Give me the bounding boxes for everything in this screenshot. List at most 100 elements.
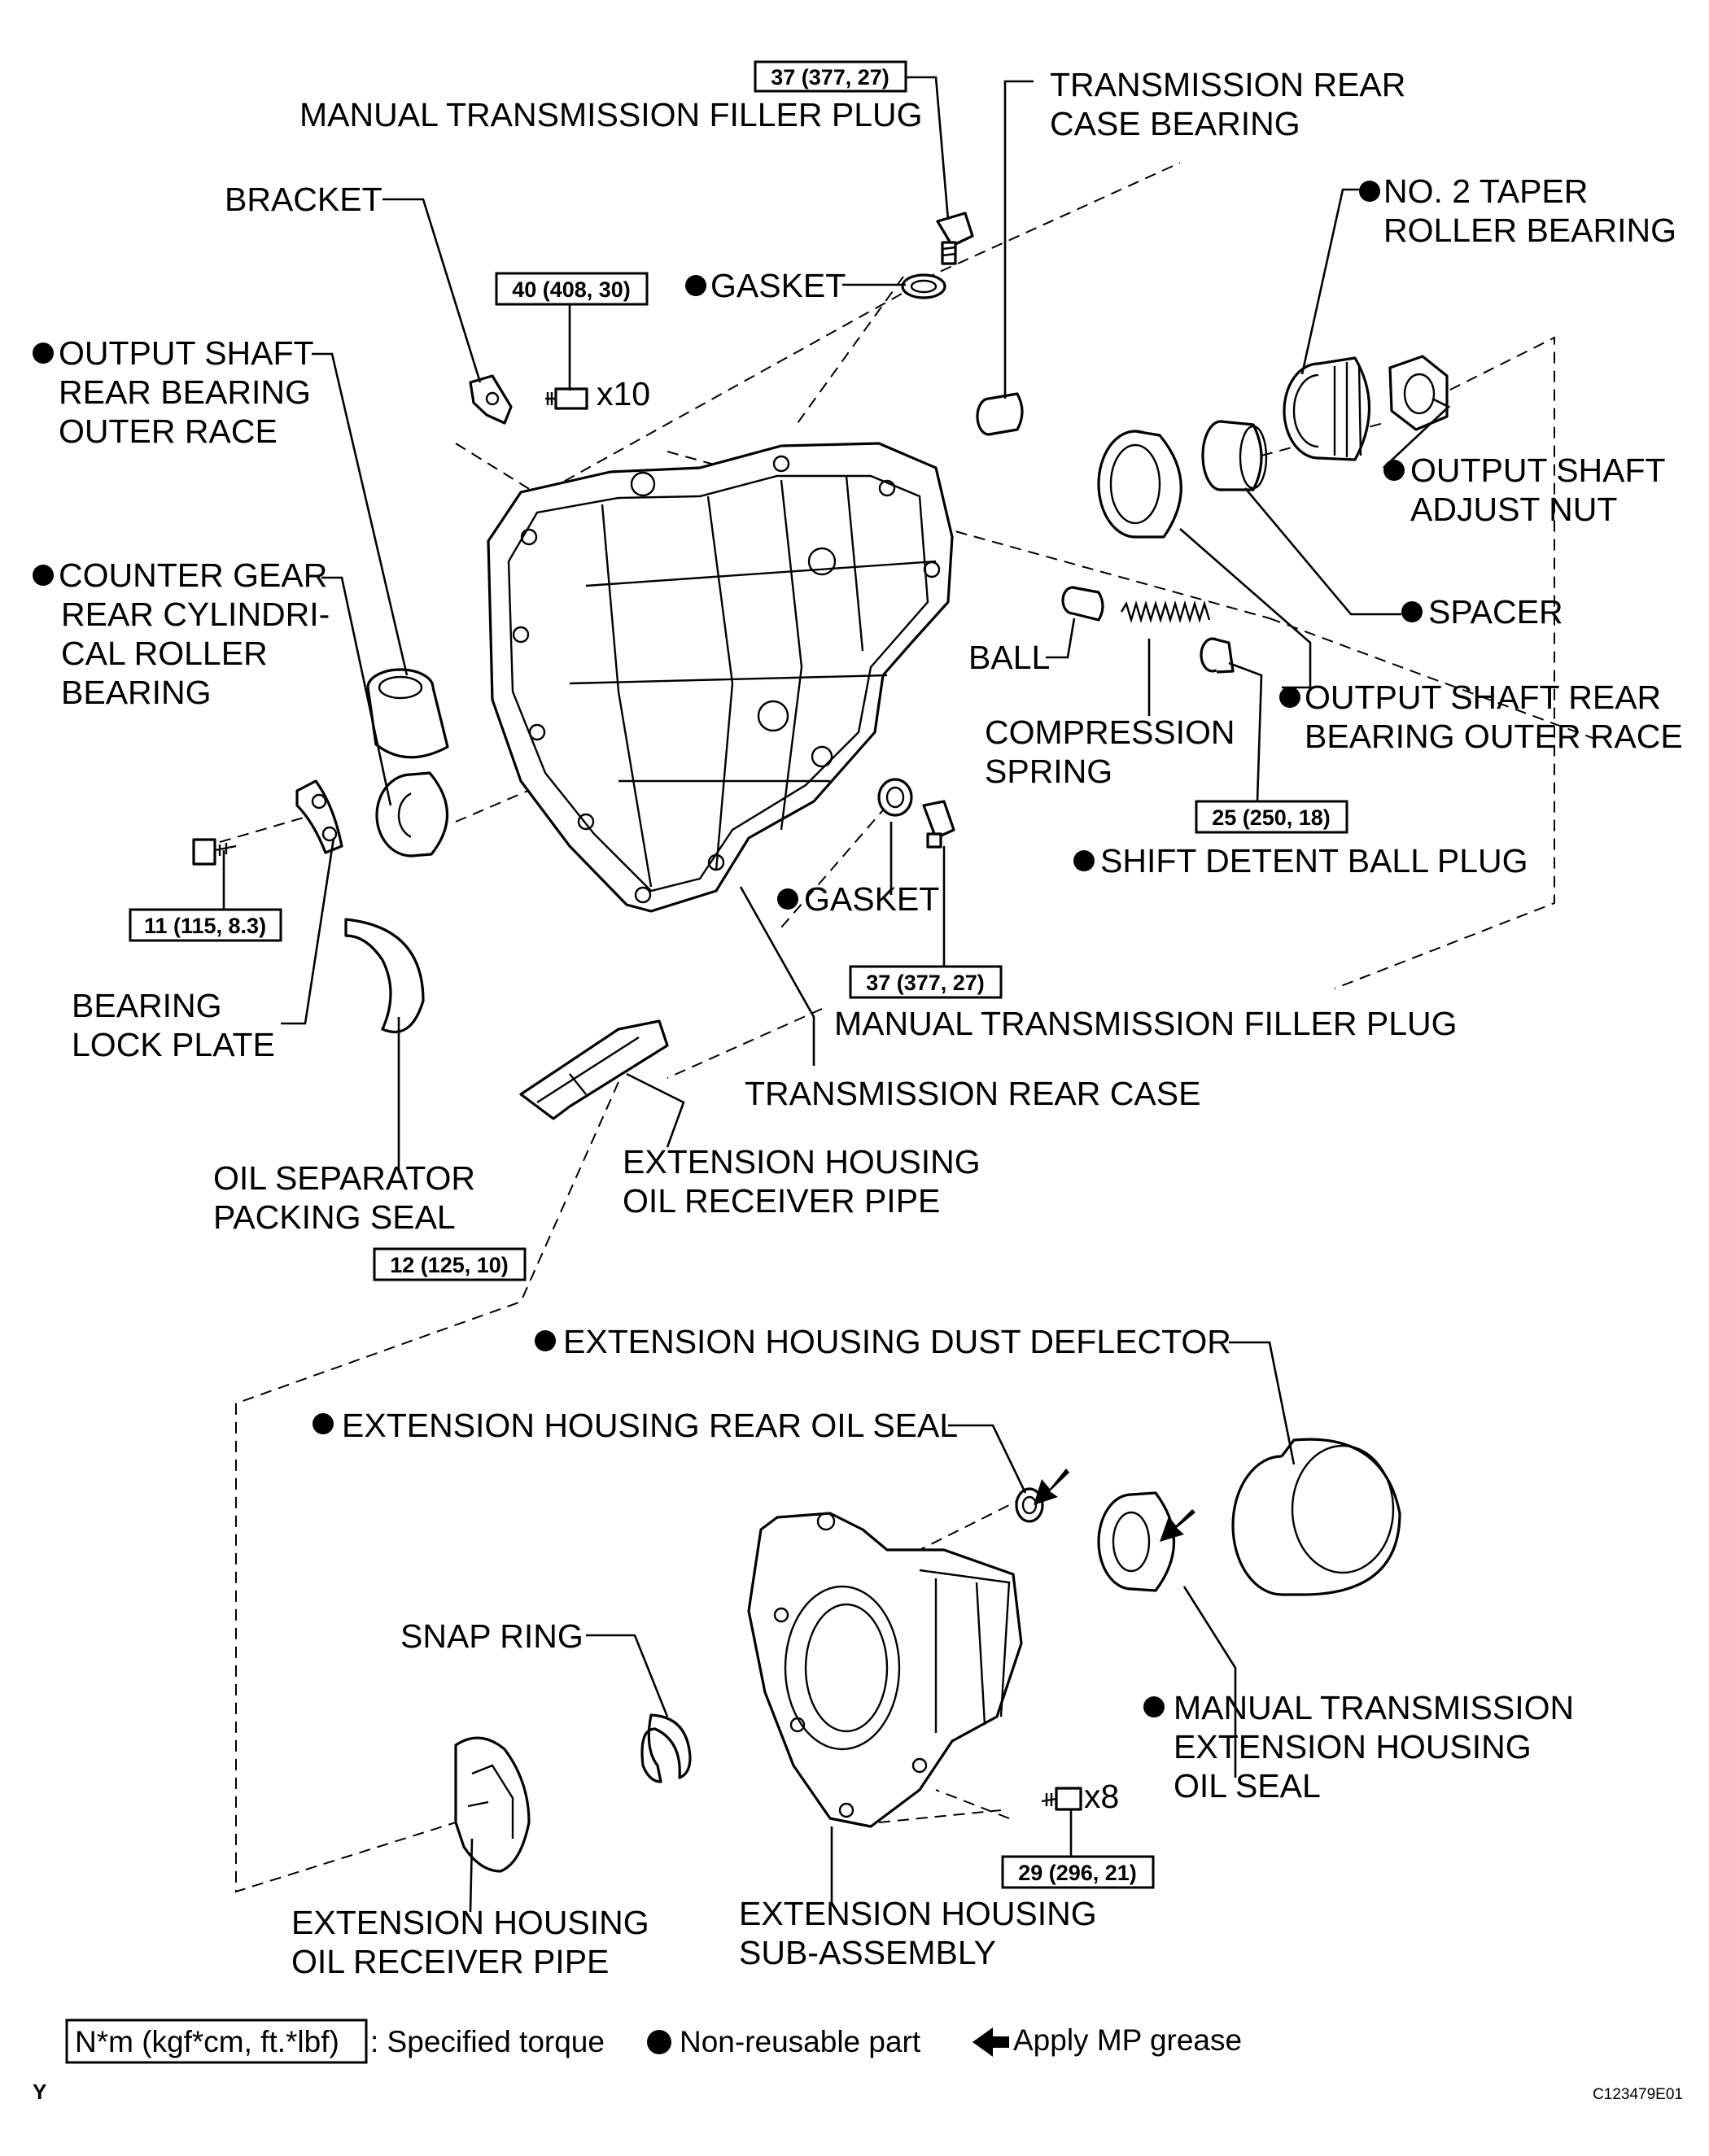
gasket-top-part (901, 273, 946, 299)
label-ext-pipe-bot-2: OIL RECEIVER PIPE (291, 1943, 609, 1980)
filler-plug-top-part (936, 212, 974, 265)
label-osr-race-left-3: OUTER RACE (59, 412, 278, 450)
legend-unit-text: N*m (kgf*cm, ft.*lbf) (75, 2025, 339, 2058)
legend-apply-grease: Apply MP grease (1013, 2023, 1242, 2057)
footer: Y C123479E01 (33, 2080, 1683, 2104)
legend-unit-box (65, 2019, 368, 2064)
label-mt-ext-seal-2: EXTENSION HOUSING (1174, 1728, 1532, 1765)
label-osr-race-right-1: OUTPUT SHAFT REAR (1305, 679, 1661, 716)
label-counter-gear-1: COUNTER GEAR (59, 556, 327, 594)
label-osr-race-left-2: REAR BEARING (59, 373, 311, 411)
rear-case-bearing-part (976, 392, 1024, 436)
label-osr-race-left-1: OUTPUT SHAFT (59, 334, 314, 372)
label-rear-case: TRANSMISSION REAR CASE (745, 1075, 1200, 1112)
bearing-lock-plate-part (295, 779, 343, 854)
label-ext-sub-2: SUB-ASSEMBLY (739, 1934, 996, 1971)
dust-deflector-part (1231, 1438, 1401, 1596)
label-rear-case-bearing-1: TRANSMISSION REAR (1050, 66, 1405, 103)
label-ball: BALL (968, 639, 1050, 676)
bolt-11-part (192, 838, 237, 866)
part-labels: MANUAL TRANSMISSION FILLER PLUG TRANSMIS… (59, 66, 1683, 1980)
label-mt-ext-seal-3: OIL SEAL (1174, 1767, 1321, 1805)
shift-detent-plug-part (1200, 637, 1235, 674)
ball-part (1061, 586, 1104, 622)
grease-arrow-icon (973, 2027, 1009, 2057)
bolt-x10-part (545, 387, 588, 410)
bracket-part (469, 374, 513, 425)
label-spacer: SPACER (1428, 593, 1563, 631)
label-counter-gear-2: REAR CYLINDRI- (61, 596, 330, 633)
legend: N*m (kgf*cm, ft.*lbf) : Specified torque… (65, 2019, 1242, 2064)
footer-left-mark: Y (33, 2080, 46, 2104)
label-osr-race-right-2: BEARING OUTER RACE (1305, 718, 1683, 755)
grease-arrow-rear-seal (1034, 1469, 1069, 1505)
label-compression-spring-2: SPRING (985, 753, 1112, 790)
rear-oil-seal-part (1015, 1487, 1044, 1523)
label-ext-pipe-top-1: EXTENSION HOUSING (623, 1143, 981, 1181)
label-filler-plug-top: MANUAL TRANSMISSION FILLER PLUG (299, 96, 923, 133)
label-snap-ring: SNAP RING (400, 1617, 584, 1655)
mt-ext-housing-oil-seal-part (1097, 1491, 1176, 1592)
label-bolt-x10: x10 (597, 375, 650, 412)
leader-lines (222, 76, 1451, 1913)
figure-code: C123479E01 (1593, 2086, 1683, 2103)
svg-text:11 (115, 8.3): 11 (115, 8.3) (144, 914, 266, 938)
label-oil-sep-1: OIL SEPARATOR (213, 1159, 475, 1197)
label-bracket: BRACKET (225, 181, 382, 218)
compression-spring-part (1120, 600, 1211, 624)
spacer-part (1201, 420, 1268, 491)
svg-text:25 (250, 18): 25 (250, 18) (1212, 805, 1331, 830)
label-counter-gear-3: CAL ROLLER (61, 635, 268, 672)
svg-text:12 (125, 10): 12 (125, 10) (390, 1253, 509, 1277)
output-shaft-rear-race-right-part (1097, 430, 1182, 539)
oil-separator-packing-seal-part (344, 918, 425, 1034)
torque-values: 37 (377, 27) 40 (408, 30) 25 (250, 18) 1… (129, 60, 1348, 1889)
label-oil-sep-2: PACKING SEAL (213, 1198, 456, 1236)
label-ext-pipe-top-2: OIL RECEIVER PIPE (623, 1182, 940, 1220)
svg-text:29 (296, 21): 29 (296, 21) (1018, 1861, 1137, 1885)
label-dust-deflector: EXTENSION HOUSING DUST DEFLECTOR (563, 1323, 1231, 1360)
label-rear-oil-seal: EXTENSION HOUSING REAR OIL SEAL (342, 1407, 958, 1444)
torque-box-pipe-12: 12 (125, 10) (373, 1247, 527, 1281)
label-gasket-mid: GASKET (804, 880, 939, 918)
label-ext-pipe-bot-1: EXTENSION HOUSING (291, 1904, 649, 1941)
filler-plug-mid-part (922, 800, 955, 849)
label-adjust-nut-2: ADJUST NUT (1410, 491, 1617, 528)
label-no2-taper-1: NO. 2 TAPER (1383, 172, 1588, 210)
adjust-nut-part (1388, 355, 1449, 431)
label-bolt-x8: x8 (1084, 1778, 1119, 1815)
label-compression-spring-1: COMPRESSION (985, 714, 1235, 751)
output-shaft-rear-race-left-part (366, 668, 449, 759)
label-filler-plug-mid: MANUAL TRANSMISSION FILLER PLUG (834, 1005, 1458, 1042)
legend-specified-torque: : Specified torque (370, 2025, 605, 2058)
non-reusable-bullet-icon (647, 2030, 671, 2054)
label-counter-gear-4: BEARING (61, 674, 212, 711)
ext-oil-receiver-pipe-bottom-part (454, 1736, 531, 1873)
label-shift-detent: SHIFT DETENT BALL PLUG (1100, 842, 1528, 879)
torque-box-bolt-29: 29 (296, 21) (1001, 1855, 1155, 1889)
label-ext-sub-1: EXTENSION HOUSING (739, 1895, 1097, 1932)
taper-roller-bearing-part (1283, 356, 1371, 461)
torque-box-bolt-11: 11 (115, 8.3) (129, 908, 282, 942)
torque-box-filler-mid: 37 (377, 27) (849, 965, 1003, 999)
label-rear-case-bearing-2: CASE BEARING (1050, 105, 1300, 142)
label-bearing-lock-2: LOCK PLATE (72, 1026, 275, 1063)
gasket-mid-part (877, 778, 913, 817)
transmission-rear-case-part (487, 442, 954, 913)
torque-box-bolt-40: 40 (408, 30) (495, 272, 649, 306)
label-mt-ext-seal-1: MANUAL TRANSMISSION (1174, 1689, 1574, 1726)
label-bearing-lock-1: BEARING (72, 987, 222, 1024)
label-adjust-nut-1: OUTPUT SHAFT (1410, 452, 1666, 489)
extension-housing-sub-assembly-part (747, 1512, 1023, 1828)
label-no2-taper-2: ROLLER BEARING (1383, 212, 1676, 249)
svg-text:37 (377, 27): 37 (377, 27) (771, 65, 889, 89)
ext-oil-receiver-pipe-top-part (519, 1019, 669, 1120)
legend-non-reusable: Non-reusable part (680, 2025, 921, 2058)
grease-arrow-ext-seal (1160, 1509, 1195, 1542)
snap-ring-part (640, 1713, 692, 1783)
svg-text:40 (408, 30): 40 (408, 30) (512, 277, 631, 302)
svg-text:37 (377, 27): 37 (377, 27) (866, 971, 985, 995)
bolt-x8-part (1041, 1787, 1082, 1811)
torque-box-filler-top: 37 (377, 27) (754, 60, 907, 93)
